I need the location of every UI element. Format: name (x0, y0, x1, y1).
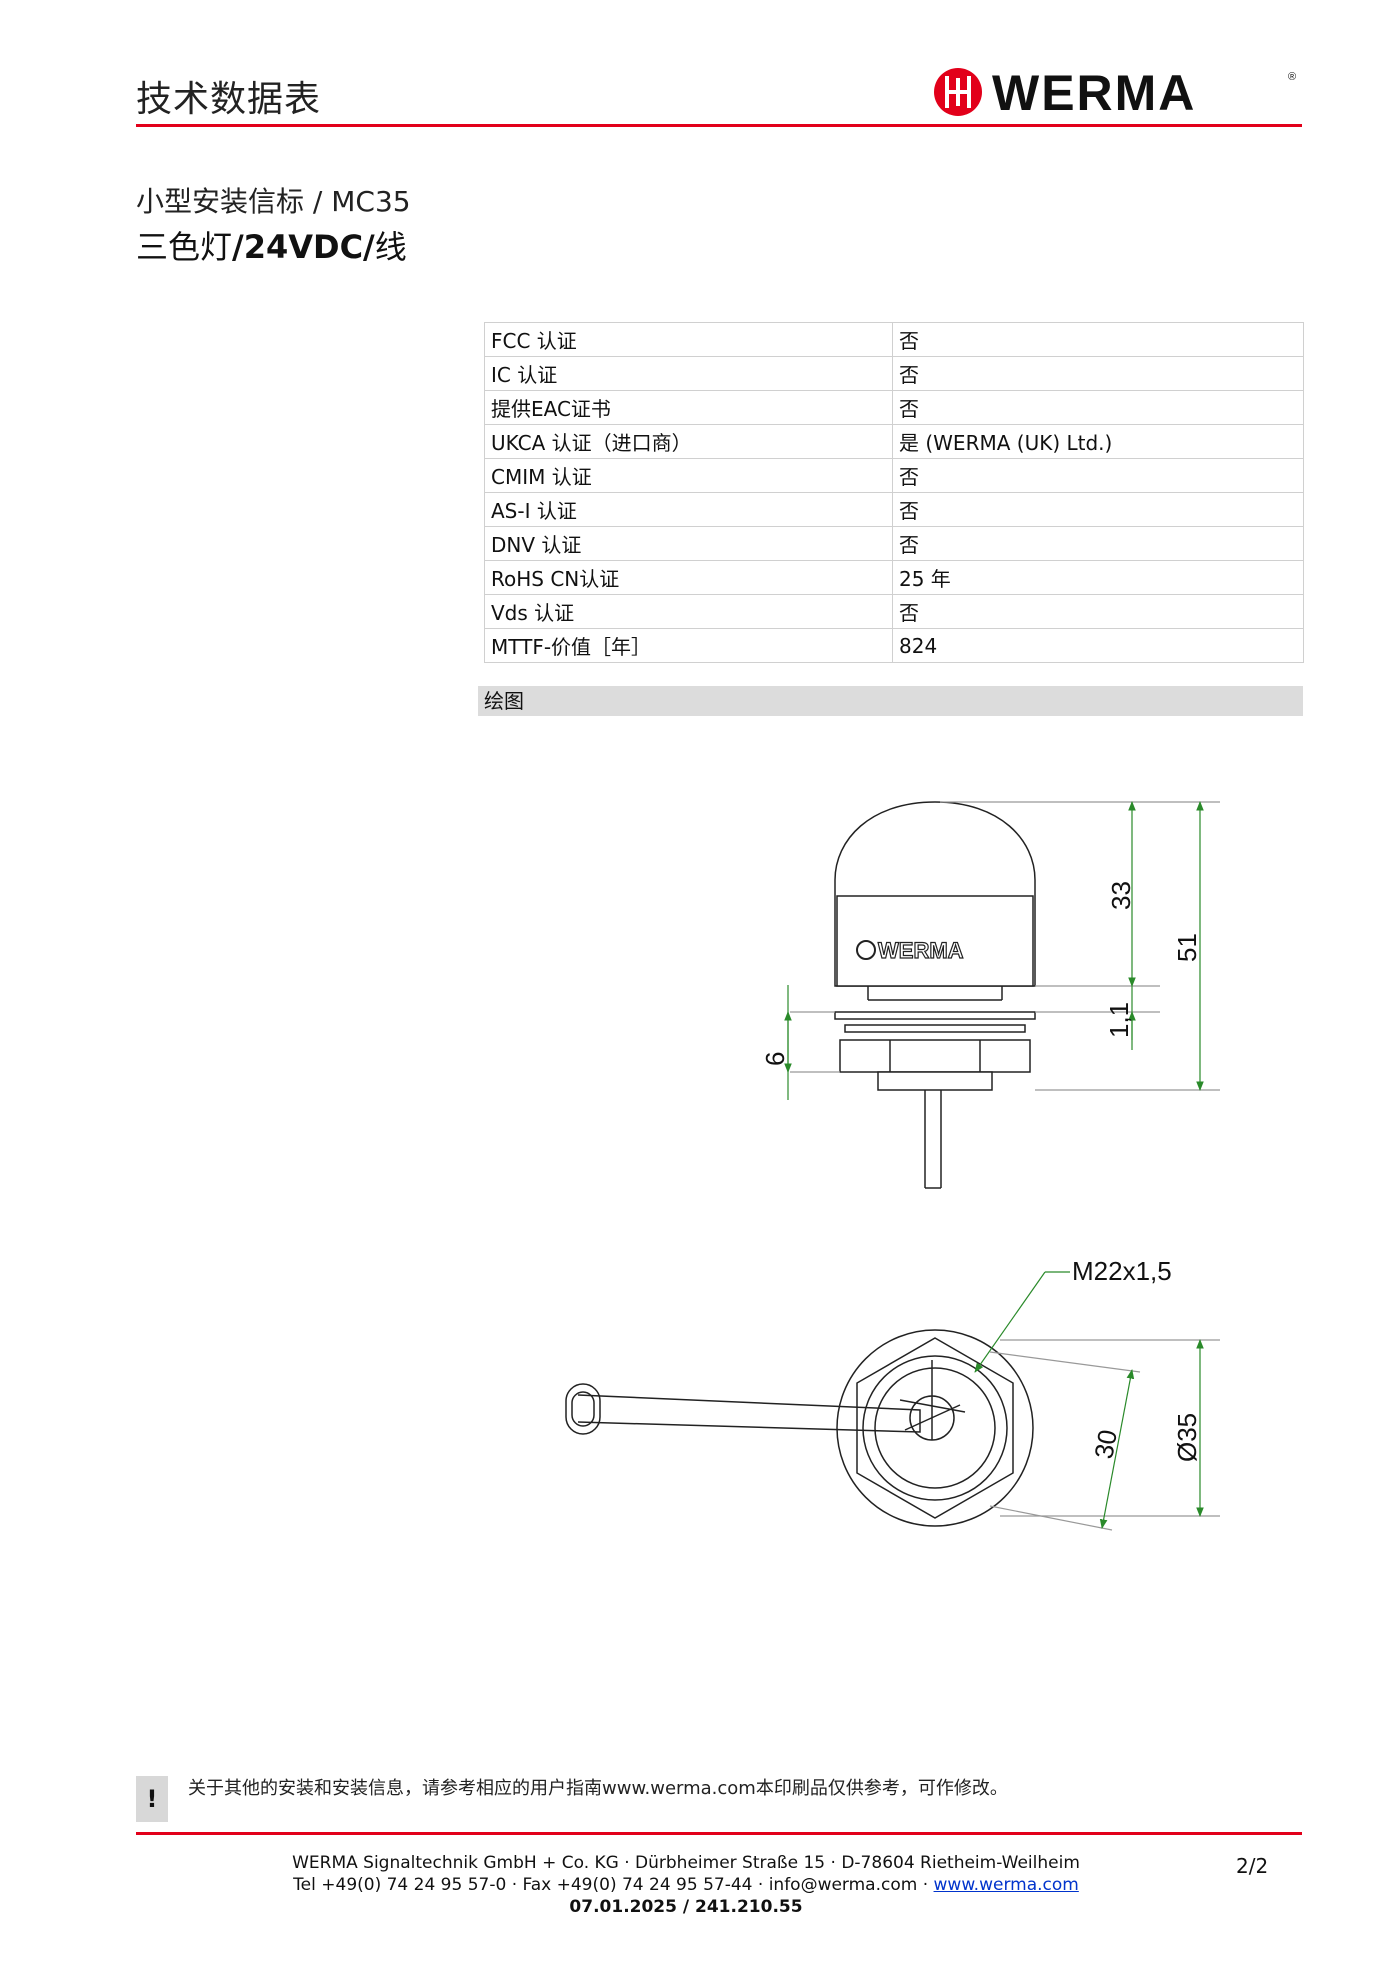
spec-value: 是 (WERMA (UK) Ltd.) (892, 424, 1304, 459)
spec-row: CMIM 认证否 (484, 458, 1304, 493)
website-link[interactable]: www.werma.com (933, 1875, 1079, 1895)
spec-label: CMIM 认证 (484, 458, 893, 493)
footer-address: WERMA Signaltechnik GmbH + Co. KG · Dürb… (292, 1853, 1080, 1873)
spec-value: 824 (892, 628, 1304, 663)
dim-33-label: 33 (1106, 881, 1136, 910)
dim-6-label: 6 (760, 1052, 790, 1066)
spec-value: 否 (892, 458, 1304, 493)
spec-row: DNV 认证否 (484, 526, 1304, 561)
spec-label: RoHS CN认证 (484, 560, 893, 595)
spec-label: UKCA 认证（进口商） (484, 424, 893, 459)
thread-label: M22x1,5 (1072, 1256, 1172, 1286)
spec-row: UKCA 认证（进口商）是 (WERMA (UK) Ltd.) (484, 424, 1304, 459)
spec-row: IC 认证否 (484, 356, 1304, 391)
side-dimensions (784, 801, 1220, 1100)
spec-value: 否 (892, 526, 1304, 561)
product-series: 小型安装信标 / MC35 (136, 185, 411, 218)
header-divider (136, 124, 1302, 127)
footer-date-code: 07.01.2025 / 241.210.55 (569, 1897, 803, 1917)
spec-row: FCC 认证否 (484, 322, 1304, 357)
note-warning-icon: ! (136, 1776, 168, 1822)
spec-label: DNV 认证 (484, 526, 893, 561)
footer: WERMA Signaltechnik GmbH + Co. KG · Dürb… (136, 1852, 1236, 1918)
spec-value: 否 (892, 356, 1304, 391)
spec-label: 提供EAC证书 (484, 390, 893, 425)
spec-value: 否 (892, 390, 1304, 425)
svg-text:WERMA: WERMA (878, 938, 964, 963)
spec-value: 否 (892, 594, 1304, 629)
page-title: 技术数据表 (136, 79, 322, 120)
drawing-section-title: 绘图 (478, 686, 1303, 716)
spec-label: MTTF-价值［年］ (484, 628, 893, 663)
spec-value: 25 年 (892, 560, 1304, 595)
dim-30-label: 30 (1088, 1427, 1123, 1461)
side-view (834, 801, 1036, 1189)
device-logo: WERMA (856, 937, 964, 964)
dim-35-label: Ø35 (1172, 1413, 1202, 1462)
product-variant: 三色灯/24VDC/线 (136, 228, 407, 266)
page-number: 2/2 (1236, 1854, 1269, 1878)
dim-1-1-label: 1,1 (1104, 1002, 1134, 1038)
spec-value: 否 (892, 322, 1304, 357)
dim-51-label: 51 (1172, 933, 1202, 962)
spec-row: 提供EAC证书否 (484, 390, 1304, 425)
svg-text:®: ® (1288, 71, 1296, 83)
spec-row: MTTF-价值［年］824 (484, 628, 1304, 663)
spec-label: FCC 认证 (484, 322, 893, 357)
top-view (565, 1329, 1034, 1527)
spec-row: AS-I 认证否 (484, 492, 1304, 527)
note-text: 关于其他的安装和安装信息，请参考相应的用户指南www.werma.com本印刷品… (188, 1778, 1008, 1799)
spec-row: Vds 认证否 (484, 594, 1304, 629)
spec-label: IC 认证 (484, 356, 893, 391)
footer-divider (136, 1832, 1302, 1835)
top-dimensions (974, 1271, 1220, 1531)
werma-logo: WERMA ® (934, 65, 1296, 120)
footer-contact: Tel +49(0) 74 24 95 57-0 · Fax +49(0) 74… (293, 1875, 1079, 1895)
werma-logo-text: WERMA (992, 65, 1196, 120)
